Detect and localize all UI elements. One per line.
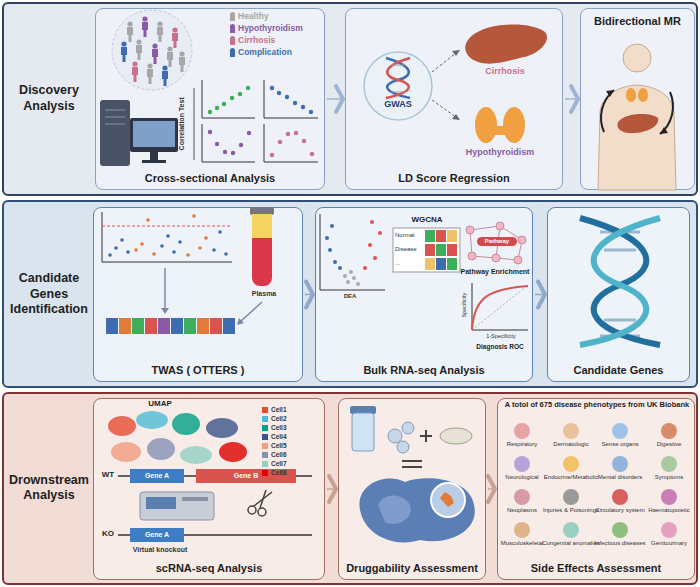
process-box: Bidirectional MR (580, 8, 695, 190)
box-title: Bidirectional MR (583, 15, 692, 28)
box-title: scRNA-seq Analysis (96, 562, 322, 575)
section-label: Discovery Analysis (8, 83, 90, 114)
process-box: Bulk RNA-seq Analysis (315, 207, 533, 382)
process-box: Candidate Genes (547, 207, 690, 382)
section-label: Drownstream Analysis (8, 473, 90, 504)
process-box: scRNA-seq Analysis (93, 398, 325, 580)
box-title: Druggability Assessment (341, 562, 483, 575)
section-band: Discovery AnalysisCross-sectional Analys… (2, 2, 698, 196)
section-band: Drownstream Analysis scRNA-seq Analysis Dr… (2, 392, 698, 585)
box-title: Cross-sectional Analysis (98, 172, 322, 185)
process-box: Cross-sectional Analysis (95, 8, 325, 190)
box-title: Side Effects Assessment (500, 562, 692, 575)
process-box: Side Effects Assessment (497, 398, 695, 580)
section-label: Candidate Genes Identification (8, 271, 90, 318)
box-title: TWAS ( OTTERS ) (96, 364, 300, 377)
section-band: Candidate Genes IdentificationTWAS ( OTT… (2, 200, 698, 388)
process-box: LD Score Regression (345, 8, 563, 190)
box-title: Bulk RNA-seq Analysis (318, 364, 530, 377)
process-box: TWAS ( OTTERS ) (93, 207, 303, 382)
process-box: Druggability Assessment (338, 398, 486, 580)
box-title: LD Score Regression (348, 172, 560, 185)
box-title: Candidate Genes (550, 364, 687, 377)
